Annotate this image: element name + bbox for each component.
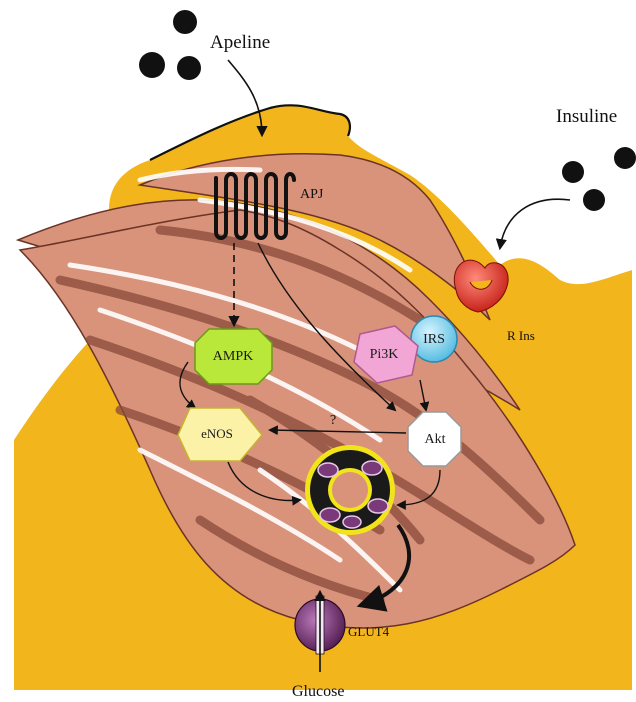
glut4-vesicle	[305, 445, 395, 535]
glucose-label: Glucose	[292, 683, 344, 700]
r-ins-label: R Ins	[507, 328, 535, 343]
irs-label: IRS	[423, 332, 445, 347]
question-mark: ?	[330, 413, 336, 428]
apj-label: APJ	[300, 187, 324, 202]
insuline-molecules	[562, 147, 636, 211]
akt-label: Akt	[425, 432, 446, 447]
apeline-molecules	[139, 10, 201, 80]
insuline-arrow	[500, 199, 570, 248]
apeline-label: Apeline	[210, 32, 270, 53]
pi3k-label: Pi3K	[370, 347, 399, 362]
insuline-label: Insuline	[556, 106, 617, 127]
ampk-label: AMPK	[213, 349, 253, 364]
glut4-label: GLUT4	[348, 624, 390, 639]
enos-label: eNOS	[201, 426, 233, 441]
